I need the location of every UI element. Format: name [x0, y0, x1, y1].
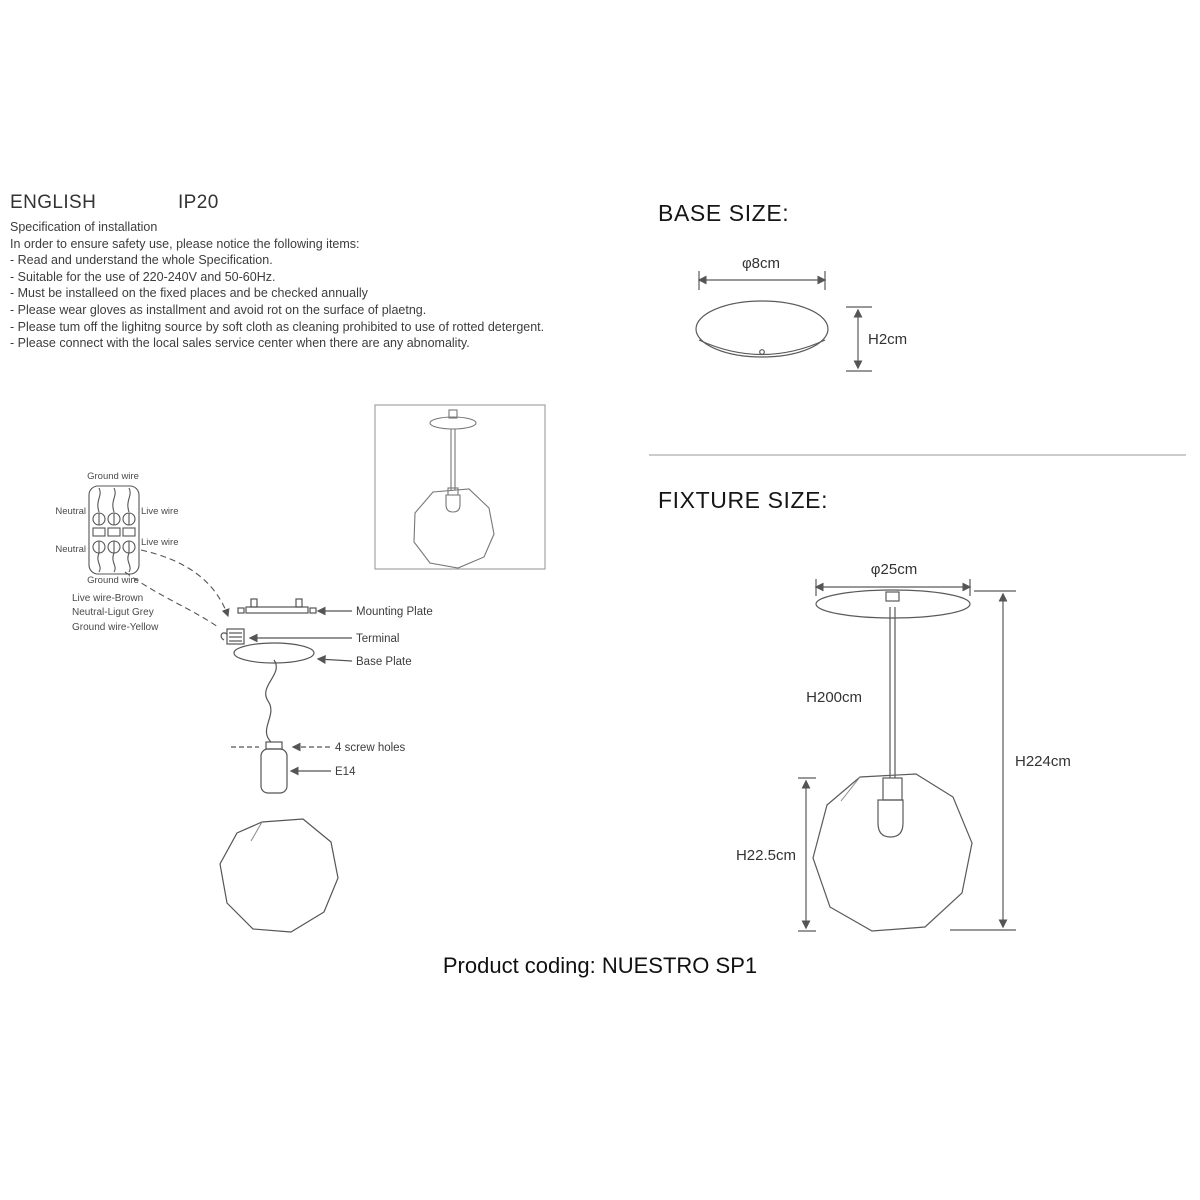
spec-line: - Please wear gloves as installment and …: [10, 302, 427, 317]
wiring-live1-label: Live wire: [141, 506, 179, 517]
fixture-size-heading: FIXTURE SIZE:: [658, 487, 829, 513]
socket-drawing: [260, 741, 288, 794]
assembly-diagram: Mounting Plate Terminal Base Plate 4 scr…: [219, 598, 433, 933]
mounting-plate-label: Mounting Plate: [356, 606, 433, 618]
ceiling-plate-drawing: [815, 589, 971, 619]
spec-title: Specification of installation: [10, 220, 158, 234]
base-diameter-dimension: [697, 271, 827, 290]
terminal-block-drawing: [88, 485, 140, 575]
base-height-dimension: H2cm: [846, 306, 907, 372]
base-plate-leader: [316, 654, 353, 664]
glass-shade-drawing: [812, 773, 973, 932]
wiring-ground-bottom-label: Ground wire: [87, 575, 139, 586]
base-size-heading: BASE SIZE:: [658, 200, 790, 226]
socket-label: E14: [335, 766, 356, 778]
base-size-diagram: φ8cm H2cm: [695, 255, 907, 372]
shade-height-dimension: H22.5cm: [736, 777, 816, 932]
product-coding: Product coding: NUESTRO SP1: [442, 953, 758, 978]
total-height-label: H224cm: [1015, 753, 1071, 770]
assembly-base-plate-drawing: [233, 642, 315, 664]
base-plate-label: Base Plate: [356, 656, 412, 668]
pendant-overview-box: [374, 404, 546, 570]
language-label: ENGLISH: [10, 192, 97, 213]
specification-block: Specification of installation In order t…: [10, 219, 650, 352]
assembly-shade-drawing: [219, 818, 339, 933]
terminal-label: Terminal: [356, 633, 399, 645]
screw-holes-label: 4 screw holes: [335, 742, 406, 754]
spec-line: - Please connect with the local sales se…: [10, 336, 470, 351]
overview-frame: [374, 404, 546, 570]
spec-line: - Suitable for the use of 220-240V and 5…: [10, 269, 276, 284]
terminal-drawing: [220, 628, 245, 645]
rod-height-label: H200cm: [806, 689, 862, 706]
legend-ground-wire: Ground wire-Yellow: [72, 622, 159, 633]
rod-drawing: [889, 607, 896, 778]
base-diameter-label: φ8cm: [742, 255, 780, 272]
spec-line: - Must be installeed on the fixed places…: [10, 286, 368, 301]
wiring-live2-label: Live wire: [141, 537, 179, 548]
cord-drawing: [265, 659, 277, 743]
legend-neutral-wire: Neutral-Ligut Grey: [72, 607, 154, 618]
wiring-ground-top-label: Ground wire: [87, 471, 139, 482]
mounting-plate-drawing: [237, 598, 317, 614]
fixture-diameter-label: φ25cm: [871, 561, 917, 578]
spec-line: - Read and understand the whole Specific…: [10, 253, 273, 268]
spec-line: - Please tum off the lighitng source by …: [10, 319, 545, 334]
base-height-label: H2cm: [868, 331, 907, 348]
legend-live-wire: Live wire-Brown: [72, 593, 143, 604]
total-height-dimension: H224cm: [950, 590, 1071, 931]
spec-intro: In order to ensure safety use, please no…: [10, 236, 360, 251]
wiring-to-assembly-arrow: [140, 549, 230, 618]
bulb-drawing: [877, 777, 904, 838]
fixture-size-diagram: φ25cm H200cm H224cm: [736, 561, 1071, 932]
base-plate-drawing: [695, 300, 829, 358]
wiring-neutral1-label: Neutral: [55, 506, 86, 517]
wiring-diagram: Ground wire Neutral Live wire Neutral Li…: [55, 471, 230, 633]
wiring-neutral2-label: Neutral: [55, 544, 86, 555]
ip-rating-label: IP20: [178, 192, 219, 213]
fixture-diameter-dimension: [814, 579, 972, 596]
shade-height-label: H22.5cm: [736, 847, 796, 864]
